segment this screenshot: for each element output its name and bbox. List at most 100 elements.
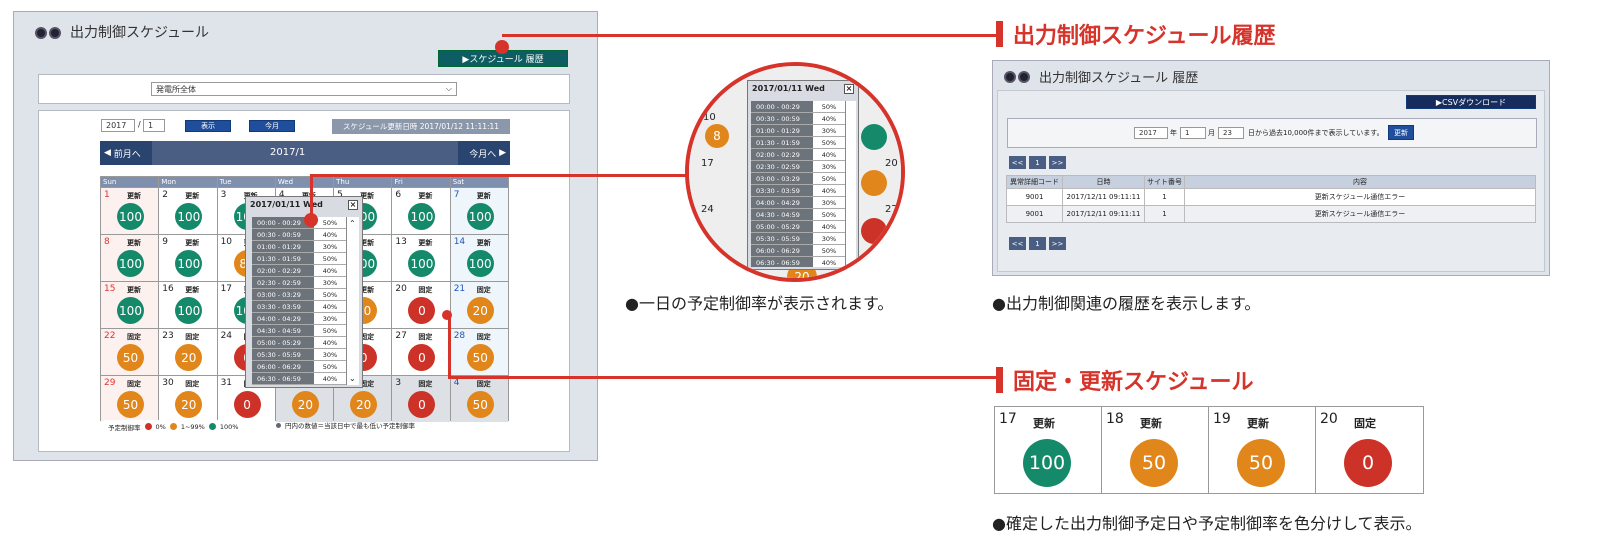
- schedule-type: 固定: [476, 333, 491, 341]
- schedule-type: 固定: [476, 380, 491, 388]
- schedule-type: 固定: [418, 380, 433, 388]
- weekday-header: Wed: [275, 177, 334, 187]
- schedule-type: 固定: [127, 333, 141, 341]
- prev-month-button[interactable]: ◀ 前月へ: [100, 141, 152, 165]
- connector-line: [448, 316, 451, 378]
- show-button[interactable]: 表示: [185, 120, 231, 132]
- zoom-day: 17: [701, 158, 714, 169]
- weekday-header: Fri: [392, 177, 450, 187]
- control-rate-circle: 100: [466, 203, 494, 230]
- zoom-circle: [861, 124, 887, 150]
- weekday-header: Sun: [101, 177, 159, 187]
- separator: /: [138, 120, 141, 129]
- connector-dot: [304, 213, 318, 227]
- zoom-circle: [861, 170, 887, 196]
- history-update-button[interactable]: 更新: [1388, 125, 1414, 140]
- connector-dot: [442, 310, 452, 320]
- schedule-type: 更新: [476, 239, 491, 247]
- pager-page[interactable]: 1: [1029, 237, 1046, 250]
- plant-select[interactable]: 発電所全体⌵: [151, 82, 457, 96]
- pager-last[interactable]: >>: [1049, 237, 1066, 250]
- schedule-type: 更新: [360, 192, 375, 200]
- next-month-button[interactable]: 今月へ ▶: [458, 141, 510, 165]
- connector-dot: [495, 40, 509, 54]
- control-rate-circle: 100: [466, 250, 494, 277]
- history-month-select[interactable]: 1: [1180, 127, 1206, 139]
- year-select[interactable]: 2017: [101, 119, 135, 132]
- day-number: 9: [162, 237, 169, 247]
- control-rate-circle: 20: [466, 297, 494, 324]
- schedule-type: 更新: [127, 192, 141, 200]
- schedule-type: 固定: [476, 286, 491, 294]
- close-icon[interactable]: ×: [844, 84, 854, 94]
- day-number: 31: [220, 378, 233, 388]
- close-icon[interactable]: ×: [348, 200, 358, 210]
- fixed-heading: 固定・更新スケジュール: [996, 364, 1253, 396]
- connector-line: [502, 34, 996, 37]
- schedule-type: 固定: [185, 333, 200, 341]
- month-select[interactable]: 1: [143, 119, 165, 132]
- schedule-type: 更新: [360, 239, 375, 247]
- day-number: 4: [453, 378, 460, 388]
- weekday-header: Mon: [159, 177, 217, 187]
- zoom-circle: 8: [705, 124, 729, 148]
- history-day-select[interactable]: 23: [1218, 127, 1244, 139]
- scroll-down-icon[interactable]: ⌄: [349, 374, 356, 383]
- zoom-scrollbar[interactable]: [845, 101, 856, 267]
- filter-panel: 2017 年 1 月 23 日から過去10,000件まで表示しています。 更新: [1007, 118, 1537, 148]
- col-header: 日時: [1062, 175, 1145, 189]
- control-rate-circle: 50: [117, 391, 144, 418]
- history-year-select[interactable]: 2017: [1134, 127, 1168, 139]
- day-number: 2: [162, 190, 169, 200]
- popup-scrollbar[interactable]: ⌃ ⌄: [346, 217, 359, 385]
- day-number: 3: [220, 190, 227, 200]
- pager-first[interactable]: <<: [1009, 237, 1026, 250]
- scroll-up-icon[interactable]: ⌃: [349, 219, 356, 228]
- schedule-type: 更新: [1140, 417, 1162, 430]
- chevron-down-icon: ⌵: [445, 84, 452, 93]
- control-rate-circle: 20: [350, 391, 378, 418]
- control-rate-circle: 50: [466, 344, 494, 371]
- pager-page[interactable]: 1: [1029, 156, 1046, 169]
- pager-first[interactable]: <<: [1009, 156, 1026, 169]
- this-month-button[interactable]: 今月: [249, 120, 295, 132]
- col-header: サイト番号: [1144, 175, 1185, 189]
- zoom-magnifier: 10 8 17 24 20 27 20 2017/01/11 Wed× 00:0…: [685, 62, 905, 282]
- csv-download-button[interactable]: ▶CSVダウンロード: [1406, 95, 1536, 109]
- control-rate-circle: 0: [233, 391, 261, 418]
- pager-last[interactable]: >>: [1049, 156, 1066, 169]
- zoom-day: 24: [701, 204, 714, 215]
